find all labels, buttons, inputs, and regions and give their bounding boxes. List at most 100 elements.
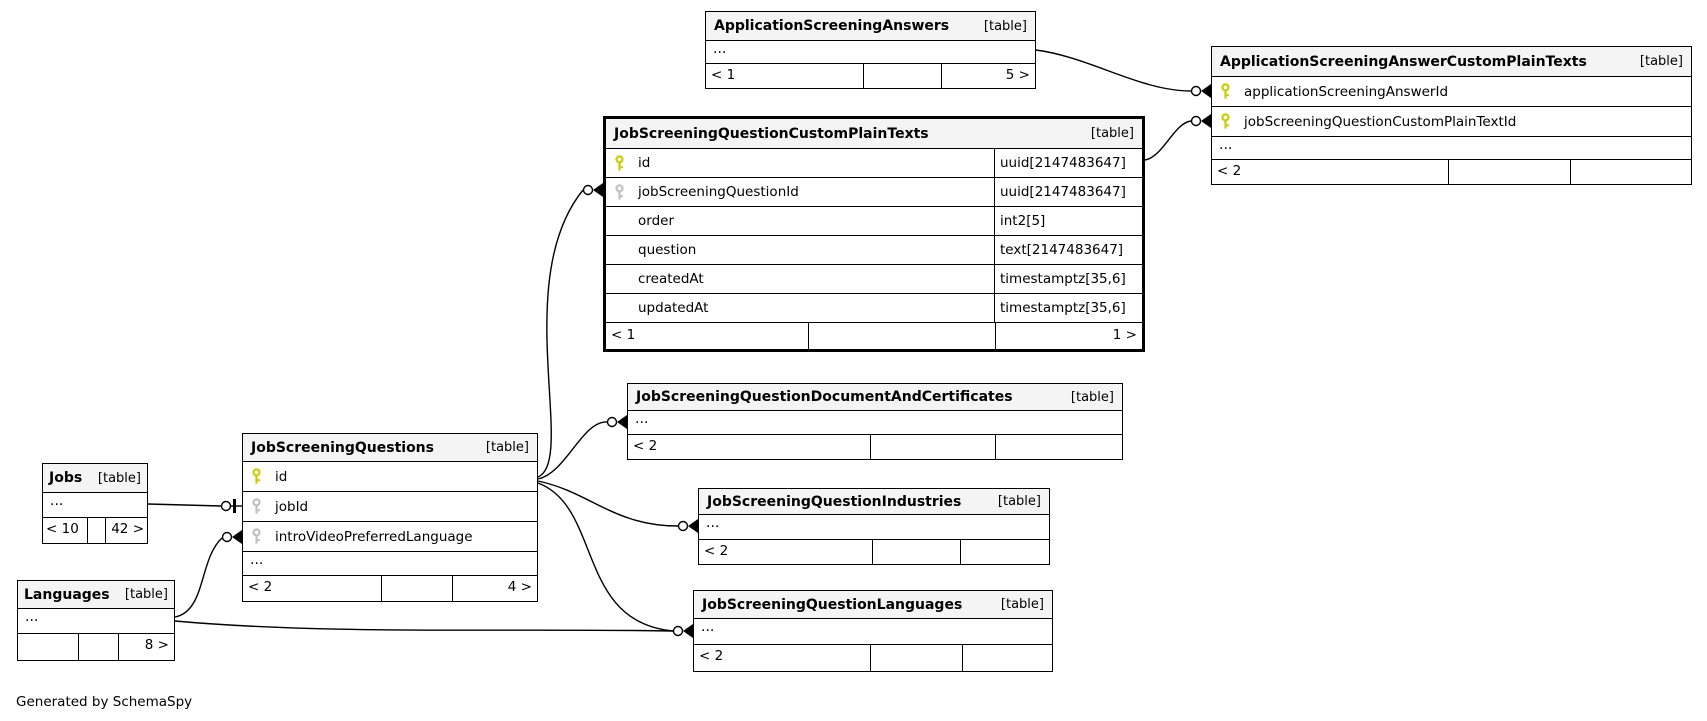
table-name[interactable]: ApplicationScreeningAnswers — [714, 18, 950, 34]
children-count — [996, 435, 1122, 459]
children-count: 8 > — [144, 637, 169, 653]
edge-arrowhead — [593, 183, 603, 197]
table-name[interactable]: JobScreeningQuestionCustomPlainTexts — [614, 125, 929, 142]
column-name: id — [638, 155, 651, 171]
table-header[interactable]: JobScreeningQuestionIndustries [table] — [699, 489, 1049, 515]
edge-languages-to-jsqlang — [174, 620, 674, 632]
table-name[interactable]: JobScreeningQuestionLanguages — [702, 596, 963, 613]
table-footer: < 2 — [1212, 160, 1691, 184]
edge-arrowhead — [232, 530, 242, 544]
column-row: question text[2147483647] — [606, 236, 1142, 265]
table-footer: < 2 — [699, 540, 1049, 564]
primary-key-icon — [251, 468, 275, 485]
table-job-screening-question-document-and-certificates[interactable]: JobScreeningQuestionDocumentAndCertifica… — [627, 383, 1123, 460]
table-header[interactable]: Languages [table] — [18, 581, 174, 609]
table-job-screening-question-custom-plain-texts[interactable]: JobScreeningQuestionCustomPlainTexts [ta… — [603, 116, 1145, 352]
parents-count: < 2 — [699, 540, 873, 564]
table-languages[interactable]: Languages [table] ... 8 > — [17, 580, 175, 661]
table-header[interactable]: ApplicationScreeningAnswers [table] — [706, 12, 1035, 41]
footer-spacer — [382, 576, 453, 601]
edge-endpoint-circle — [1190, 115, 1202, 127]
table-header[interactable]: ApplicationScreeningAnswerCustomPlainTex… — [1212, 47, 1691, 77]
table-footer: < 10 42 > — [43, 518, 147, 543]
edge-arrowhead — [1201, 114, 1211, 128]
column-row: introVideoPreferredLanguage — [243, 522, 537, 552]
column-name: applicationScreeningAnswerId — [1244, 83, 1449, 100]
columns-ellipsis: ... — [699, 515, 1049, 540]
table-name[interactable]: JobScreeningQuestionDocumentAndCertifica… — [636, 389, 1013, 405]
primary-key-icon — [1220, 113, 1244, 130]
column-row: jobScreeningQuestionId uuid[2147483647] — [606, 178, 1142, 207]
edge-arrowhead — [617, 415, 627, 429]
column-row: id — [243, 462, 537, 492]
edge-one-bar — [233, 499, 236, 513]
children-count — [961, 540, 1049, 564]
edge-jobs-to-jsq — [147, 503, 222, 507]
children-count: 5 > — [1005, 67, 1030, 83]
table-name[interactable]: Languages — [24, 586, 110, 603]
column-name: id — [275, 468, 288, 485]
footer-spacer — [871, 435, 996, 459]
column-name: createdAt — [638, 271, 704, 287]
generator-note: Generated by SchemaSpy — [16, 694, 193, 710]
table-name[interactable]: JobScreeningQuestions — [251, 439, 434, 456]
edge-arrowhead — [688, 519, 698, 533]
column-name: order — [638, 213, 674, 229]
foreign-key-icon — [251, 498, 275, 515]
footer-spacer — [809, 323, 996, 349]
columns-ellipsis: ... — [706, 41, 1035, 64]
table-header[interactable]: JobScreeningQuestionLanguages [table] — [694, 591, 1052, 619]
table-tag: [table] — [1070, 389, 1114, 405]
edge-endpoint-circle — [1190, 85, 1202, 97]
table-application-screening-answer-custom-plain-texts[interactable]: ApplicationScreeningAnswerCustomPlainTex… — [1211, 46, 1692, 185]
edge-endpoint-circle — [677, 520, 689, 532]
edge-jsq-to-jsqlang — [537, 482, 674, 632]
parents-count: < 2 — [694, 645, 871, 671]
footer-spacer — [864, 64, 942, 88]
table-job-screening-question-industries[interactable]: JobScreeningQuestionIndustries [table] .… — [698, 488, 1050, 565]
table-job-screening-questions[interactable]: JobScreeningQuestions [table] id jobId — [242, 433, 538, 602]
primary-key-icon — [1220, 83, 1244, 100]
columns-ellipsis: ... — [243, 552, 537, 576]
column-name: updatedAt — [638, 300, 709, 316]
table-tag: [table] — [124, 587, 168, 602]
edge-jsqcpt-to-asacpt — [1144, 120, 1192, 161]
table-footer: < 2 4 > — [243, 576, 537, 601]
edge-endpoint-circle — [221, 531, 233, 543]
parents-count: < 1 — [706, 64, 864, 88]
table-name[interactable]: Jobs — [49, 470, 83, 486]
table-header[interactable]: JobScreeningQuestionCustomPlainTexts [ta… — [606, 119, 1142, 149]
table-header[interactable]: JobScreeningQuestionDocumentAndCertifica… — [628, 384, 1122, 411]
edge-asa-to-asacpt — [1035, 49, 1192, 92]
table-name[interactable]: JobScreeningQuestionIndustries — [707, 493, 962, 510]
column-type: uuid[2147483647] — [994, 149, 1142, 177]
parents-count: < 1 — [606, 323, 809, 349]
edge-languages-to-jsq — [174, 537, 223, 618]
footer-spacer — [88, 518, 106, 543]
edge-arrowhead — [683, 624, 693, 638]
table-footer: < 2 — [628, 435, 1122, 459]
foreign-key-icon — [251, 528, 275, 545]
table-name[interactable]: ApplicationScreeningAnswerCustomPlainTex… — [1220, 53, 1587, 70]
edge-endpoint-circle — [582, 184, 594, 196]
columns-ellipsis: ... — [1212, 137, 1691, 160]
table-application-screening-answers[interactable]: ApplicationScreeningAnswers [table] ... … — [705, 11, 1036, 89]
column-type: timestamptz[35,6] — [994, 265, 1142, 293]
columns-ellipsis: ... — [18, 609, 174, 634]
table-jobs[interactable]: Jobs [table] ... < 10 42 > — [42, 463, 148, 544]
primary-key-icon — [614, 154, 638, 172]
table-job-screening-question-languages[interactable]: JobScreeningQuestionLanguages [table] ..… — [693, 590, 1053, 672]
parents-count: < 10 — [43, 518, 88, 543]
table-footer: < 1 5 > — [706, 64, 1035, 88]
edge-jsq-to-industries — [537, 480, 679, 527]
table-tag: [table] — [1639, 54, 1683, 69]
edge-arrowhead — [1201, 84, 1211, 98]
column-name: jobScreeningQuestionId — [638, 184, 799, 200]
edge-endpoint-circle — [672, 625, 684, 637]
edge-endpoint-circle — [606, 416, 618, 428]
edge-jsq-to-jsqcpt — [537, 189, 584, 478]
footer-spacer — [1449, 160, 1571, 184]
table-header[interactable]: Jobs [table] — [43, 464, 147, 493]
table-header[interactable]: JobScreeningQuestions [table] — [243, 434, 537, 462]
